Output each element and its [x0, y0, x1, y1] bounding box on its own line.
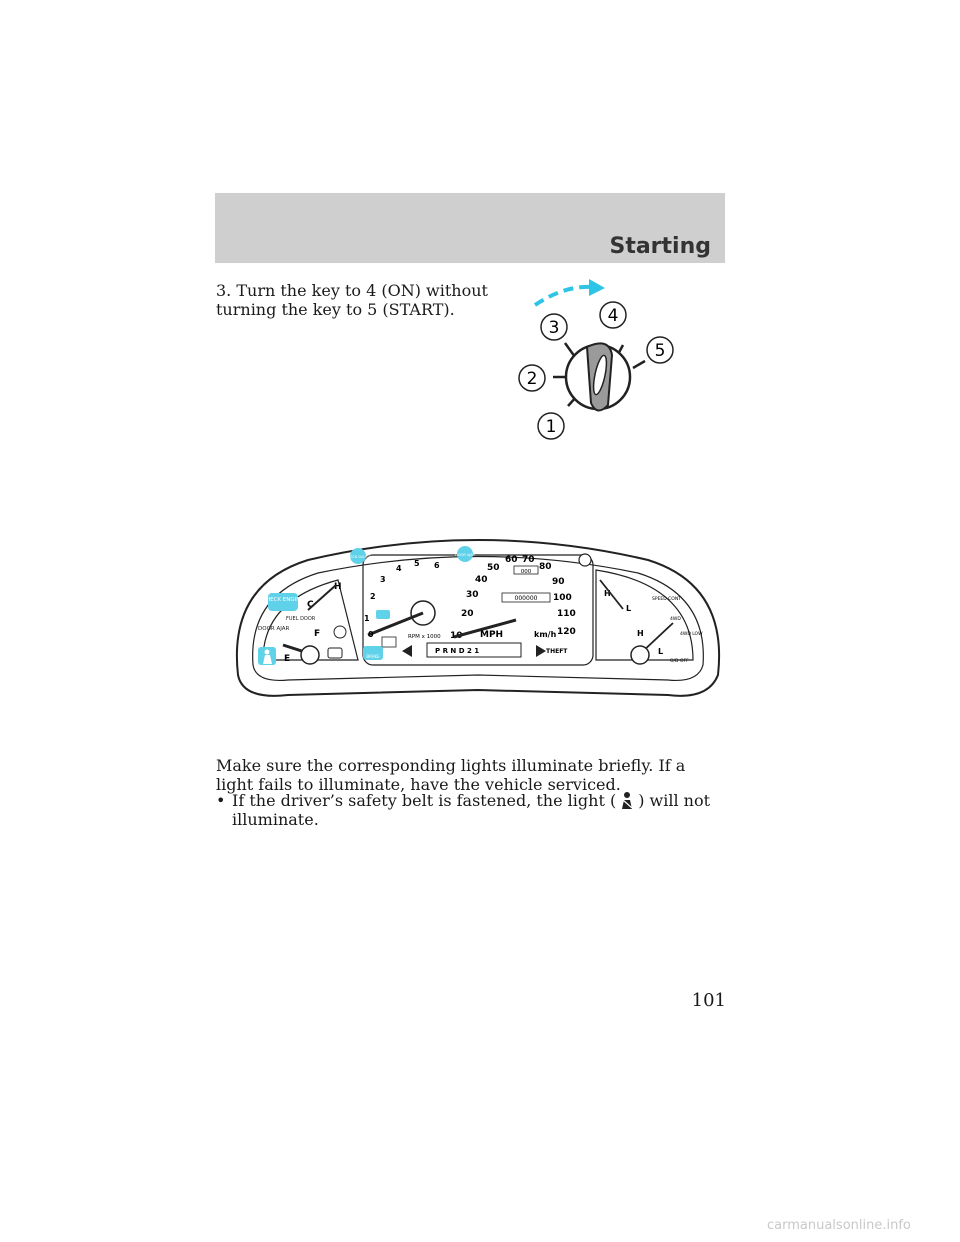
watermark: carmanualsonline.info — [767, 1218, 911, 1233]
door-ajar-label: DOOR AJAR — [258, 626, 290, 632]
low-beam-icon — [327, 647, 343, 659]
instrument-cluster: CHECK ENGINE FUEL DOOR DOOR AJAR H C F E… — [235, 539, 721, 697]
mph-label: MPH — [480, 630, 503, 640]
section-title: Starting — [609, 234, 711, 259]
speedometer: 000 000000 10 20 30 40 50 60 70 80 90 10… — [450, 555, 576, 641]
seatbelt-note-text: If the driver’s safety belt is fastened,… — [232, 791, 711, 829]
svg-text:1: 1 — [364, 614, 370, 623]
tachometer: 0 1 2 3 4 5 6 RPM x 1000 — [364, 559, 441, 640]
odometer-readout: 000000 — [515, 595, 538, 602]
svg-text:70: 70 — [522, 555, 535, 565]
door-ajar-light-top: DOOR AJAR — [455, 546, 476, 562]
page-number: 101 — [691, 990, 726, 1011]
theft-label: THEFT — [546, 648, 568, 655]
step-line-1: 3. Turn the key to 4 (ON) without — [216, 281, 488, 300]
svg-text:90: 90 — [552, 577, 565, 587]
step-line-2: turning the key to 5 (START). — [216, 300, 455, 319]
speed-cont-label: SPEED CONT — [652, 596, 681, 602]
svg-text:1: 1 — [546, 417, 557, 437]
svg-text:5: 5 — [414, 559, 420, 568]
fuel-e-label: E — [284, 654, 290, 664]
four-wd-label: 4WD — [670, 616, 681, 622]
svg-text:2: 2 — [370, 592, 376, 601]
left-turn-signal-icon — [402, 645, 412, 657]
gear-selector: P R N D 2 1 — [435, 647, 479, 655]
bullet-icon: • — [216, 791, 226, 810]
key-position-5: 5 — [646, 336, 674, 364]
temp-h-label: H — [334, 582, 342, 592]
seatbelt-warning-icon — [258, 647, 276, 665]
svg-text:110: 110 — [557, 609, 576, 619]
svg-text:20: 20 — [461, 609, 474, 619]
svg-text:3: 3 — [549, 318, 560, 338]
check-gauge-light: CHECK GAUGE — [345, 548, 371, 564]
trip-readout: 000 — [521, 569, 532, 575]
brake-light-icon-left — [333, 625, 347, 639]
brake-warning-light: BRAKE — [363, 646, 383, 660]
svg-text:2: 2 — [527, 369, 538, 389]
svg-text:CHECK ENGINE: CHECK ENGINE — [262, 597, 304, 603]
key-position-2: 2 — [518, 364, 546, 392]
svg-text:0: 0 — [368, 630, 374, 639]
key-position-1: 1 — [537, 412, 565, 440]
temp-c-label: C — [307, 600, 314, 610]
svg-text:DOOR AJAR: DOOR AJAR — [455, 553, 476, 557]
key-position-3: 3 — [540, 313, 568, 341]
rotation-arrowhead-icon — [589, 279, 605, 296]
rpm-label: RPM x 1000 — [408, 634, 441, 640]
svg-text:100: 100 — [553, 593, 572, 603]
four-wd-low-label: 4WD LOW — [680, 631, 703, 637]
volt-l-label: L — [658, 647, 663, 656]
svg-text:3: 3 — [380, 575, 386, 584]
svg-text:120: 120 — [557, 627, 576, 637]
right-turn-signal-icon — [536, 645, 546, 657]
ignition-key-diagram: 3 4 5 2 1 — [518, 279, 674, 440]
rotation-arrow-icon — [533, 284, 594, 307]
svg-text:6: 6 — [434, 561, 440, 570]
od-off-label: O/D OFF — [670, 658, 689, 664]
key-position-4: 4 — [599, 301, 627, 329]
seatbelt-icon — [622, 792, 633, 809]
svg-text:BRAKE: BRAKE — [366, 654, 380, 659]
svg-text:40: 40 — [475, 575, 488, 585]
svg-text:80: 80 — [539, 562, 552, 572]
kmh-label: km/h — [534, 630, 557, 639]
svg-text:60: 60 — [505, 555, 518, 565]
header-band: Starting — [215, 193, 725, 263]
svg-text:CHECK GAUGE: CHECK GAUGE — [345, 555, 371, 559]
check-engine-light: CHECK ENGINE — [262, 593, 304, 611]
trip-reset-knob[interactable] — [578, 553, 592, 567]
svg-text:5: 5 — [655, 341, 666, 361]
fuel-f-label: F — [314, 629, 320, 639]
svg-text:4: 4 — [608, 306, 619, 326]
oil-h-label: H — [604, 589, 611, 598]
svg-text:50: 50 — [487, 563, 500, 573]
airbag-icon — [381, 636, 397, 648]
svg-text:30: 30 — [466, 590, 479, 600]
body-paragraph: Make sure the corresponding lights illum… — [216, 756, 686, 794]
step-instruction: 3. Turn the key to 4 (ON) without turnin… — [216, 281, 516, 319]
oil-l-label: L — [626, 604, 631, 613]
volt-h-label: H — [637, 629, 644, 638]
svg-text:4: 4 — [396, 564, 402, 573]
fuel-door-label: FUEL DOOR — [286, 616, 316, 622]
